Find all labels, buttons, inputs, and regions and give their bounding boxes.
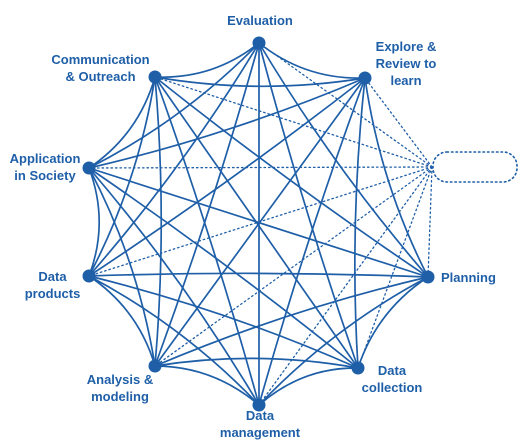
label-data-collection: Data collection [361, 363, 423, 395]
placeholder-box [432, 151, 518, 183]
dotted-link-evaluation [258, 42, 433, 168]
node-evaluation [252, 36, 266, 50]
link-planning-analysis [154, 276, 429, 367]
link-analysis-products [88, 275, 156, 367]
node-management [252, 398, 266, 412]
node-planning [421, 270, 435, 284]
dotted-link-management [258, 166, 433, 406]
label-application-society: Application in Society [9, 151, 81, 183]
node-society [82, 161, 96, 175]
label-evaluation: Evaluation [227, 13, 293, 28]
link-products-communication [88, 76, 156, 277]
label-data-management: Data management [219, 408, 301, 440]
link-evaluation-explore [258, 42, 366, 79]
link-explore-collection [354, 77, 366, 369]
node-collection [351, 361, 365, 375]
link-explore-management [258, 77, 366, 406]
dotted-link-analysis [154, 166, 433, 367]
link-planning-communication [154, 76, 429, 278]
link-evaluation-planning [258, 42, 429, 278]
node-explore [358, 71, 372, 85]
node-analysis [148, 359, 162, 373]
link-evaluation-communication [154, 42, 260, 79]
link-management-communication [154, 76, 260, 406]
dotted-link-society [88, 166, 433, 169]
dotted-link-explore [364, 77, 433, 168]
label-explore-review: Explore & Review to learn [375, 39, 437, 88]
node-communication [148, 70, 162, 84]
link-planning-management [258, 276, 429, 406]
label-analysis-modeling: Analysis & modeling [86, 372, 154, 404]
dotted-link-collection [357, 166, 433, 369]
link-planning-society [88, 167, 429, 278]
link-explore-planning [364, 77, 429, 278]
link-explore-communication [154, 76, 366, 88]
dotted-link-planning [427, 166, 433, 278]
link-management-analysis [154, 365, 260, 406]
label-data-products: Data products [24, 269, 81, 301]
dotted-link-communication [154, 76, 433, 168]
link-evaluation-products [88, 42, 260, 277]
link-planning-collection [357, 276, 429, 369]
link-analysis-society [88, 167, 156, 367]
link-collection-products [88, 275, 359, 369]
link-products-society [88, 167, 100, 277]
link-collection-analysis [154, 357, 359, 369]
link-explore-society [88, 77, 366, 169]
link-analysis-communication [154, 76, 163, 367]
link-collection-communication [154, 76, 359, 369]
node-products [82, 269, 96, 283]
label-communication-outreach: Communication & Outreach [51, 52, 150, 84]
link-management-products [88, 275, 260, 406]
link-collection-management [258, 367, 359, 406]
link-society-communication [88, 76, 156, 169]
link-evaluation-collection [258, 42, 359, 369]
label-planning: Planning [441, 270, 496, 285]
link-management-society [88, 167, 260, 406]
